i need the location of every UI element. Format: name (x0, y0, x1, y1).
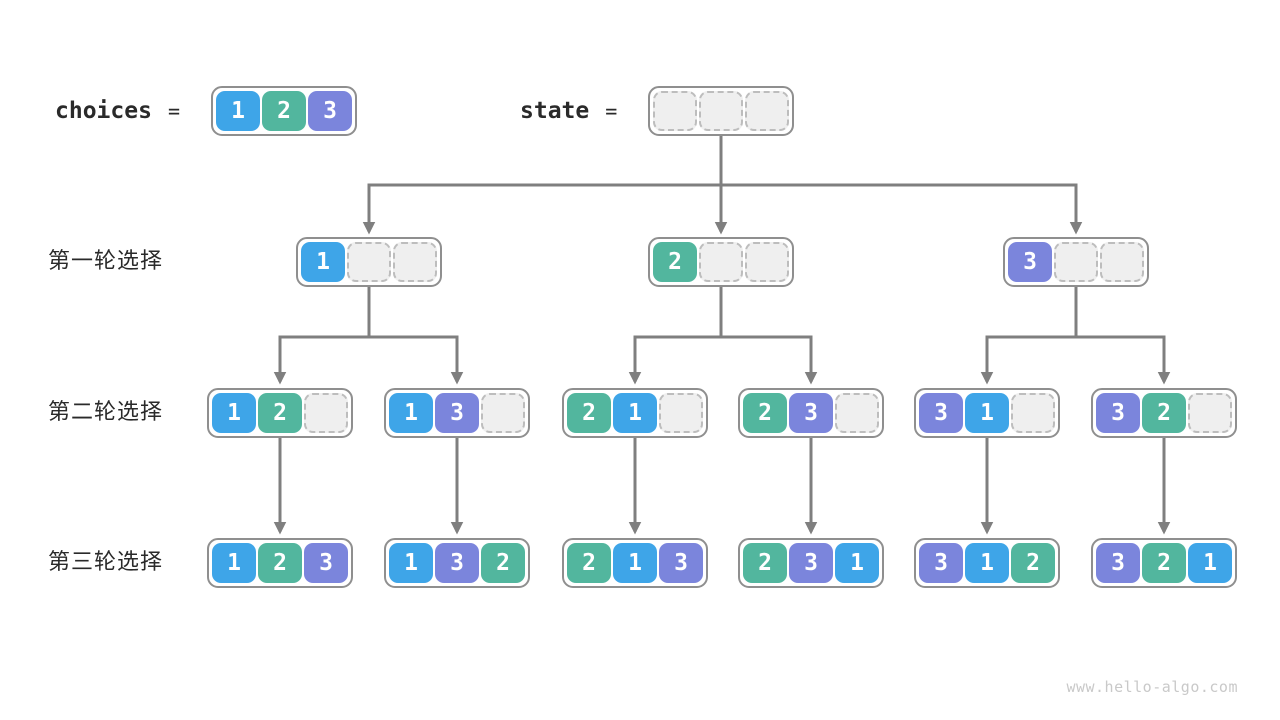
choice-cell-1: 1 (389, 393, 433, 433)
empty-cell (1100, 242, 1144, 282)
watermark: www.hello-algo.com (1066, 678, 1238, 696)
choice-cell-1: 1 (1188, 543, 1232, 583)
choice-cell-3: 3 (308, 91, 352, 131)
choice-cell-3: 3 (1096, 543, 1140, 583)
choice-cell-2: 2 (258, 543, 302, 583)
choices-header: choices = (55, 86, 180, 136)
round-label-3: 第三轮选择 (48, 550, 164, 575)
choice-cell-3: 3 (1096, 393, 1140, 433)
choice-cell-2: 2 (262, 91, 306, 131)
choice-cell-3: 3 (789, 543, 833, 583)
choice-cell-3: 3 (919, 393, 963, 433)
choice-cell-2: 2 (567, 543, 611, 583)
empty-cell (745, 91, 789, 131)
choice-cell-1: 1 (389, 543, 433, 583)
choice-cell-2: 2 (1142, 393, 1186, 433)
empty-cell (653, 91, 697, 131)
choice-cell-3: 3 (659, 543, 703, 583)
choice-cell-1: 1 (301, 242, 345, 282)
choice-cell-2: 2 (743, 393, 787, 433)
empty-cell (745, 242, 789, 282)
choice-cell-2: 2 (1011, 543, 1055, 583)
choice-cell-2: 2 (258, 393, 302, 433)
choice-cell-1: 1 (613, 393, 657, 433)
empty-cell (835, 393, 879, 433)
choices-label: choices (55, 98, 152, 124)
choice-cell-2: 2 (1142, 543, 1186, 583)
choice-cell-3: 3 (919, 543, 963, 583)
empty-cell (347, 242, 391, 282)
state-array-box (648, 86, 794, 136)
choice-cell-1: 1 (965, 393, 1009, 433)
choice-cell-1: 1 (835, 543, 879, 583)
empty-cell (699, 242, 743, 282)
empty-cell (659, 393, 703, 433)
empty-cell (481, 393, 525, 433)
state-label: state (520, 98, 590, 124)
choice-cell-3: 3 (1008, 242, 1052, 282)
state-header: state = (520, 86, 617, 136)
choice-cell-2: 2 (481, 543, 525, 583)
empty-cell (304, 393, 348, 433)
empty-cell (1188, 393, 1232, 433)
state-box-round1-1: 1 (296, 237, 442, 287)
choice-cell-2: 2 (653, 242, 697, 282)
empty-cell (1011, 393, 1055, 433)
choice-cell-3: 3 (304, 543, 348, 583)
empty-cell (393, 242, 437, 282)
state-box-round1-3: 3 (1003, 237, 1149, 287)
round-label-1: 第一轮选择 (48, 249, 164, 274)
choice-cell-3: 3 (435, 393, 479, 433)
choice-cell-2: 2 (567, 393, 611, 433)
equals-sign: = (167, 99, 180, 123)
choice-cell-1: 1 (212, 393, 256, 433)
choice-cell-3: 3 (435, 543, 479, 583)
choice-cell-1: 1 (965, 543, 1009, 583)
choice-cell-1: 1 (216, 91, 260, 131)
empty-cell (1054, 242, 1098, 282)
choice-cell-1: 1 (613, 543, 657, 583)
state-box-round1-2: 2 (648, 237, 794, 287)
equals-sign: = (605, 99, 618, 123)
choice-cell-3: 3 (789, 393, 833, 433)
empty-cell (699, 91, 743, 131)
choice-cell-1: 1 (212, 543, 256, 583)
tree-edges (273, 130, 1171, 535)
choice-cell-2: 2 (743, 543, 787, 583)
round-label-2: 第二轮选择 (48, 400, 164, 425)
